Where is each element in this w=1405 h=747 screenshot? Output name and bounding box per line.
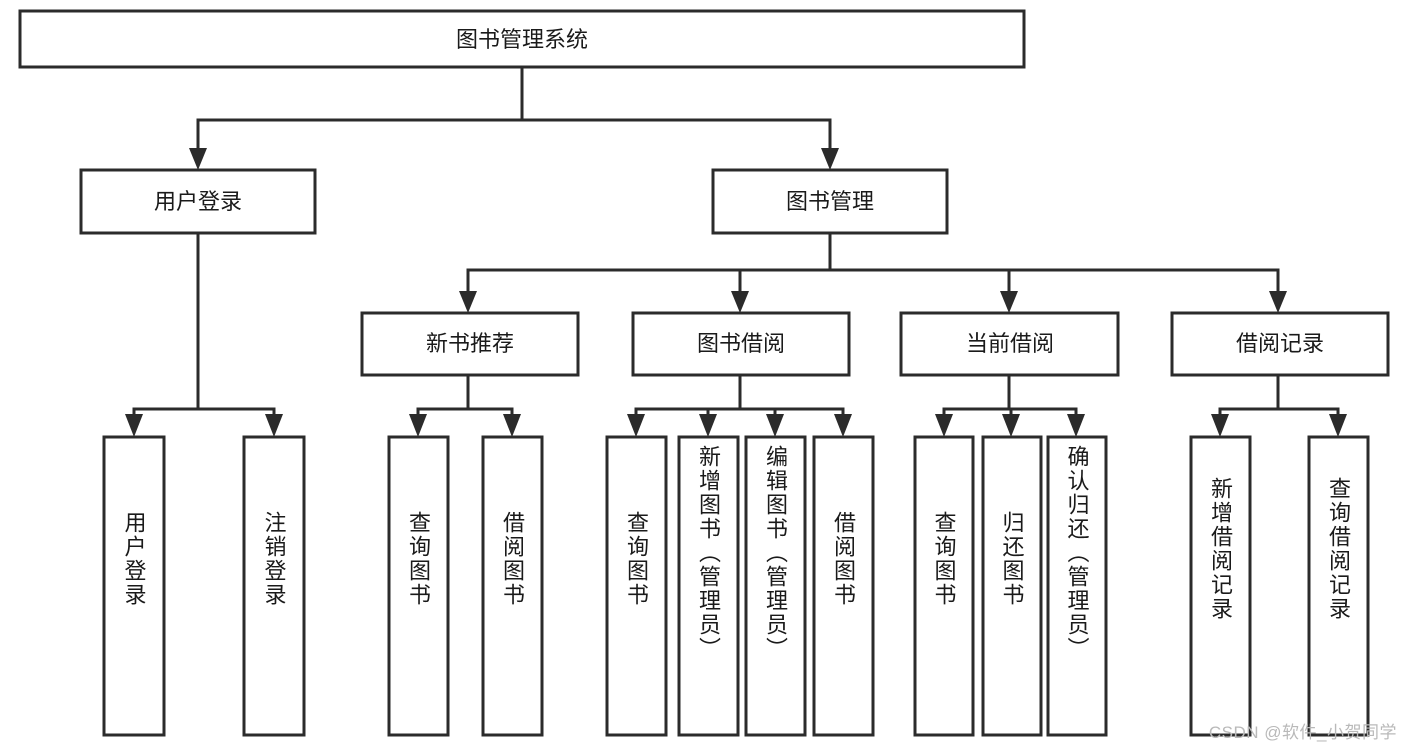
- node-leaf-user-logout-box[interactable]: [242, 435, 306, 737]
- node-leaf-borrow-book-2-box[interactable]: [812, 435, 875, 737]
- arrow-head-book-borrow: [731, 291, 749, 313]
- node-leaf-add-record-box[interactable]: [1189, 435, 1252, 737]
- node-current-borrow-label: 当前借阅: [966, 331, 1054, 356]
- node-book-borrow-box[interactable]: [631, 311, 851, 377]
- node-user-login-label: 用户登录: [154, 189, 242, 214]
- arrow-head-leaf-query-book-2: [627, 414, 645, 437]
- arrow-head-leaf-query-record: [1329, 414, 1347, 437]
- node-root[interactable]: 图书管理系统: [18, 9, 1026, 69]
- arrow-head-leaf-edit-book: [766, 414, 784, 437]
- arrow-head-current-borrow: [1000, 291, 1018, 313]
- arrow-head-leaf-add-book: [699, 414, 717, 437]
- connector-group-book-borrow: [627, 373, 852, 437]
- node-leaf-user-login-box[interactable]: [102, 435, 166, 737]
- node-leaf-confirm-return-box[interactable]: [1046, 435, 1108, 737]
- arrow-head-leaf-add-record: [1211, 414, 1229, 437]
- node-borrow-record[interactable]: 借阅记录: [1170, 311, 1390, 377]
- node-leaf-edit-book-box[interactable]: [744, 435, 807, 737]
- node-book-manage-label: 图书管理: [786, 189, 874, 214]
- node-user-login[interactable]: 用户登录: [79, 168, 317, 235]
- node-user-login-box[interactable]: [79, 168, 317, 235]
- arrow-head-leaf-borrow-book-2: [834, 414, 852, 437]
- node-borrow-record-box[interactable]: [1170, 311, 1390, 377]
- node-book-manage-box[interactable]: [711, 168, 949, 235]
- arrow-head-leaf-confirm-return: [1067, 414, 1085, 437]
- arrow-head-new-book-rec: [459, 291, 477, 313]
- node-new-book-rec[interactable]: 新书推荐: [360, 311, 580, 377]
- node-root-label: 图书管理系统: [456, 27, 588, 52]
- connector-group-bookmanage: [459, 231, 1287, 313]
- arrow-head-leaf-borrow-book-1: [503, 414, 521, 437]
- node-leaf-query-book-3-box[interactable]: [913, 435, 975, 737]
- node-root-box[interactable]: [18, 9, 1026, 69]
- node-leaf-query-book-1-box[interactable]: [387, 435, 450, 737]
- node-leaf-borrow-book-1-box[interactable]: [481, 435, 544, 737]
- connector-group-current-borrow: [935, 373, 1085, 437]
- node-current-borrow[interactable]: 当前借阅: [899, 311, 1120, 377]
- arrow-head-userlogin: [189, 148, 207, 170]
- node-book-borrow[interactable]: 图书借阅: [631, 311, 851, 377]
- connector-group-root: [189, 65, 839, 170]
- connector-group-new-book-rec: [409, 373, 521, 437]
- node-leaf-query-book-2-box[interactable]: [605, 435, 668, 737]
- arrow-head-leaf-user-login: [125, 414, 143, 437]
- csdn-watermark: CSDN @软件_小贺同学: [1208, 723, 1397, 742]
- node-borrow-record-label: 借阅记录: [1236, 331, 1324, 356]
- node-new-book-rec-box[interactable]: [360, 311, 580, 377]
- node-book-borrow-label: 图书借阅: [697, 331, 785, 356]
- node-leaf-return-book-box[interactable]: [981, 435, 1043, 737]
- node-leaf-add-book-box[interactable]: [677, 435, 740, 737]
- node-current-borrow-box[interactable]: [899, 311, 1120, 377]
- arrow-head-leaf-query-book-1: [409, 414, 427, 437]
- arrow-head-borrow-record: [1269, 291, 1287, 313]
- node-leaf-query-record-box[interactable]: [1307, 435, 1370, 737]
- connector-group-borrow-record: [1211, 373, 1347, 437]
- node-new-book-rec-label: 新书推荐: [426, 331, 514, 356]
- arrow-head-leaf-return-book: [1002, 414, 1020, 437]
- arrow-head-leaf-user-logout: [265, 414, 283, 437]
- connector-group-userlogin: [125, 231, 283, 437]
- arrow-head-leaf-query-book-3: [935, 414, 953, 437]
- node-book-manage[interactable]: 图书管理: [711, 168, 949, 235]
- arrow-head-bookmanage: [821, 148, 839, 170]
